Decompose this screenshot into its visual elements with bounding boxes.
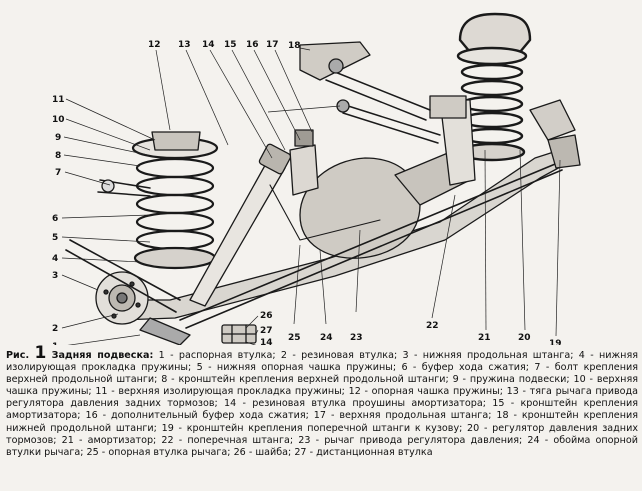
- label-3: 3: [52, 271, 58, 281]
- label-25: 25: [288, 333, 301, 343]
- label-26: 26: [260, 311, 273, 321]
- regulator-linkage: [269, 184, 381, 241]
- label-9: 9: [55, 133, 61, 143]
- label-7: 7: [55, 168, 61, 178]
- label-21: 21: [478, 333, 491, 343]
- label-24: 24: [320, 333, 333, 343]
- label-14-detail: 14: [260, 338, 273, 345]
- lower-longitudinal-rod: [65, 239, 181, 313]
- label-1: 1: [52, 342, 58, 345]
- left-shock-absorber: [189, 143, 292, 307]
- label-19: 19: [549, 339, 562, 345]
- label-8: 8: [55, 151, 61, 161]
- label-11: 11: [52, 95, 65, 105]
- right-coil-spring: [456, 12, 532, 162]
- figure-prefix: Рис.: [6, 350, 30, 361]
- label-17: 17: [266, 40, 279, 50]
- label-13: 13: [178, 40, 191, 50]
- label-10: 10: [52, 115, 65, 125]
- label-15: 15: [224, 40, 237, 50]
- bushing-detail: [221, 324, 257, 344]
- label-12: 12: [148, 40, 161, 50]
- transverse-rod: [179, 161, 563, 329]
- figure-number: 1: [34, 343, 47, 363]
- label-5: 5: [52, 233, 58, 243]
- label-20: 20: [518, 333, 531, 343]
- figure-caption: Рис. 1 Задняя подвеска: 1 - распорная вт…: [6, 345, 638, 489]
- label-2: 2: [52, 324, 58, 334]
- label-14: 14: [202, 40, 215, 50]
- figure-legend: 1 - распорная втулка; 2 - резиновая втул…: [6, 350, 638, 458]
- upper-longitudinal-rod: [325, 69, 431, 121]
- label-18: 18: [288, 41, 301, 51]
- label-16: 16: [246, 40, 259, 50]
- label-27: 27: [260, 326, 273, 336]
- wheel-hub: [95, 271, 149, 325]
- figure-title: Задняя подвеска:: [51, 350, 154, 361]
- label-6: 6: [52, 214, 58, 224]
- label-4: 4: [52, 254, 58, 264]
- label-22: 22: [426, 321, 439, 331]
- label-23: 23: [350, 333, 363, 343]
- rear-suspension-drawing: 1 2 3 4 5 6 7 8 9 10 11 12 13 14 15 16 1…: [52, 12, 581, 345]
- left-coil-spring: [131, 136, 219, 270]
